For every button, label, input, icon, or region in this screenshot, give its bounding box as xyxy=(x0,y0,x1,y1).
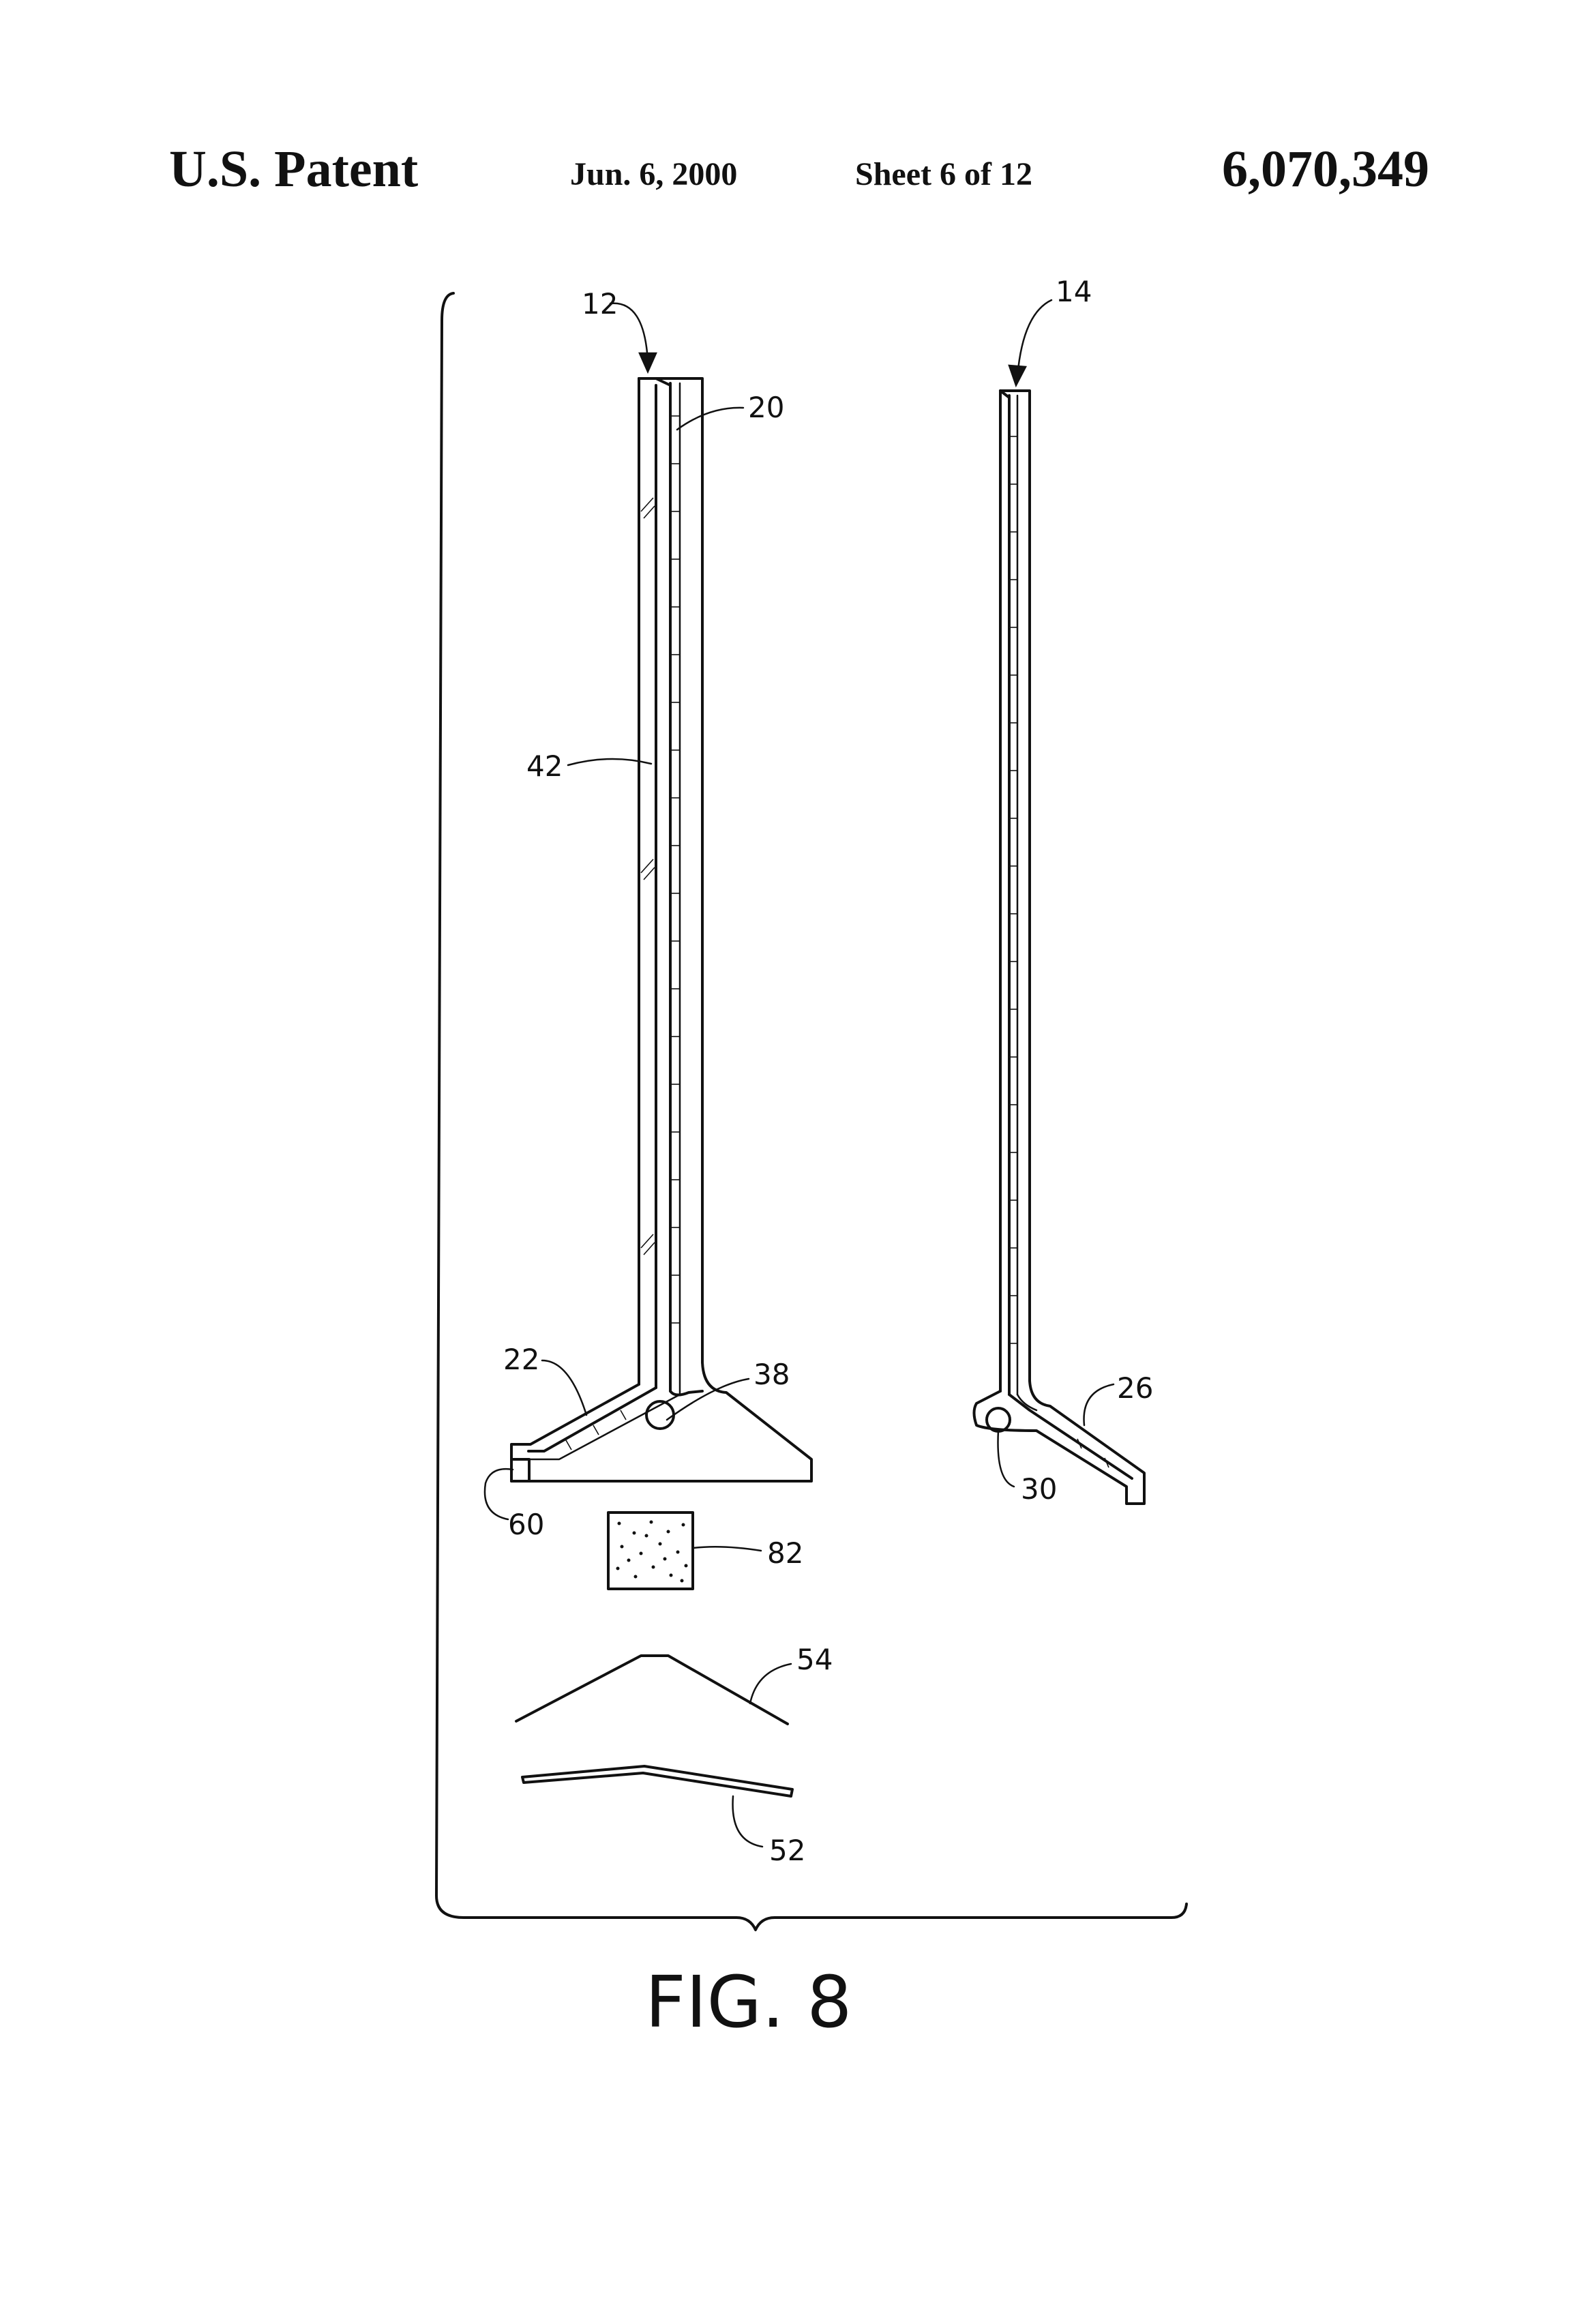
label-60: 60 xyxy=(508,1508,544,1541)
post-12 xyxy=(510,377,813,1483)
post-14 xyxy=(972,389,1146,1505)
patent-header-number: 6,070,349 xyxy=(1222,140,1429,198)
figure-caption: FIG. 8 xyxy=(645,1961,852,2044)
label-52: 52 xyxy=(769,1834,805,1867)
leader-lines xyxy=(483,299,1115,1848)
label-26: 26 xyxy=(1117,1371,1153,1405)
reference-labels: 12 14 20 42 22 38 26 30 60 82 54 52 xyxy=(503,275,1153,1867)
grouping-bracket xyxy=(435,292,1188,1931)
label-14: 14 xyxy=(1056,275,1092,308)
label-38: 38 xyxy=(753,1358,790,1391)
label-22: 22 xyxy=(503,1343,539,1376)
post-12-ticks xyxy=(670,415,680,1324)
block-82 xyxy=(607,1511,694,1590)
label-54: 54 xyxy=(796,1643,833,1676)
patent-header-sheet: Sheet 6 of 12 xyxy=(855,156,1032,192)
label-42: 42 xyxy=(526,749,563,783)
label-30: 30 xyxy=(1021,1472,1057,1506)
label-82: 82 xyxy=(767,1536,803,1570)
flat-strip-52 xyxy=(521,1765,794,1798)
label-12: 12 xyxy=(582,287,618,321)
patent-header-title: U.S. Patent xyxy=(169,140,419,198)
peaked-member-54 xyxy=(515,1654,789,1725)
label-20: 20 xyxy=(748,391,784,424)
patent-header-date: Jun. 6, 2000 xyxy=(570,156,738,192)
